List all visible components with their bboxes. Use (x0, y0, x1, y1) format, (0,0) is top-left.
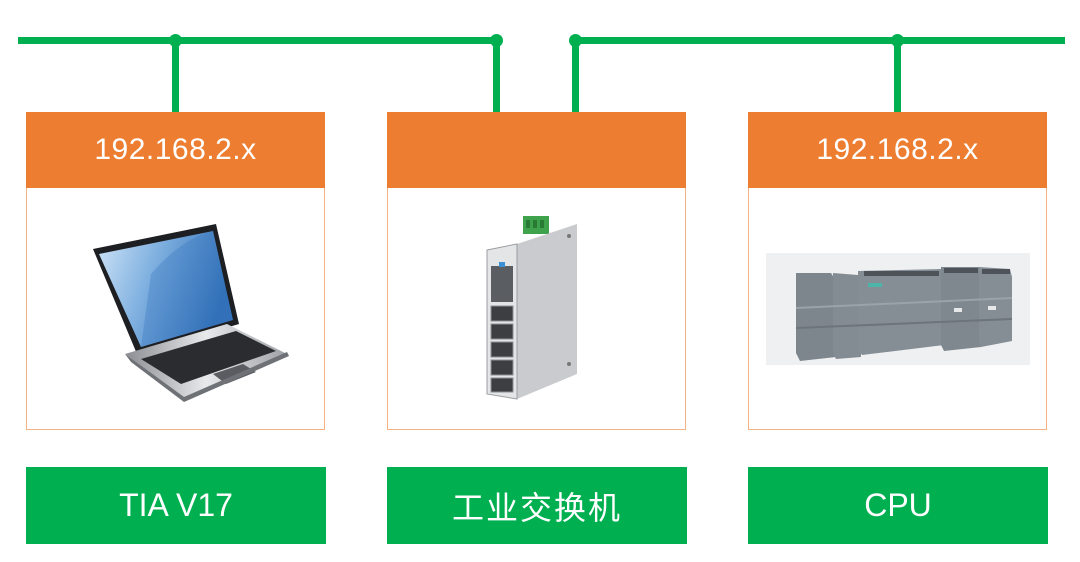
drop-line-switch-right (572, 40, 579, 112)
junction-dot-switch-left (490, 34, 503, 47)
label-text: 工业交换机 (451, 488, 622, 527)
ip-address-header (387, 112, 686, 188)
junction-dot-cpu (891, 34, 904, 47)
bus-line-left (18, 37, 498, 44)
junction-dot-pc (169, 34, 182, 47)
device-image-frame (26, 188, 325, 430)
label-text: CPU (864, 487, 932, 523)
ethernet-switch-icon (486, 215, 577, 400)
node-pc: 192.168.2.x (26, 112, 325, 430)
label-cpu: CPU (748, 467, 1048, 544)
drop-line-switch-left (493, 40, 500, 112)
plc-cpu-icon (765, 252, 1030, 365)
device-image-frame (387, 188, 686, 430)
bus-line-right (575, 37, 1065, 44)
ip-address-header: 192.168.2.x (26, 112, 325, 188)
junction-dot-switch-right (569, 34, 582, 47)
drop-line-cpu (894, 40, 901, 112)
node-switch (387, 112, 686, 430)
laptop-icon (92, 223, 289, 402)
label-text: TIA V17 (119, 487, 233, 523)
label-pc: TIA V17 (26, 467, 326, 544)
node-cpu: 192.168.2.x (748, 112, 1047, 430)
device-image-frame (748, 188, 1047, 430)
label-switch: 工业交换机 (387, 467, 687, 544)
ip-address: 192.168.2.x (94, 133, 257, 166)
drop-line-pc (172, 40, 179, 112)
ip-address: 192.168.2.x (816, 133, 979, 166)
ip-address-header: 192.168.2.x (748, 112, 1047, 188)
